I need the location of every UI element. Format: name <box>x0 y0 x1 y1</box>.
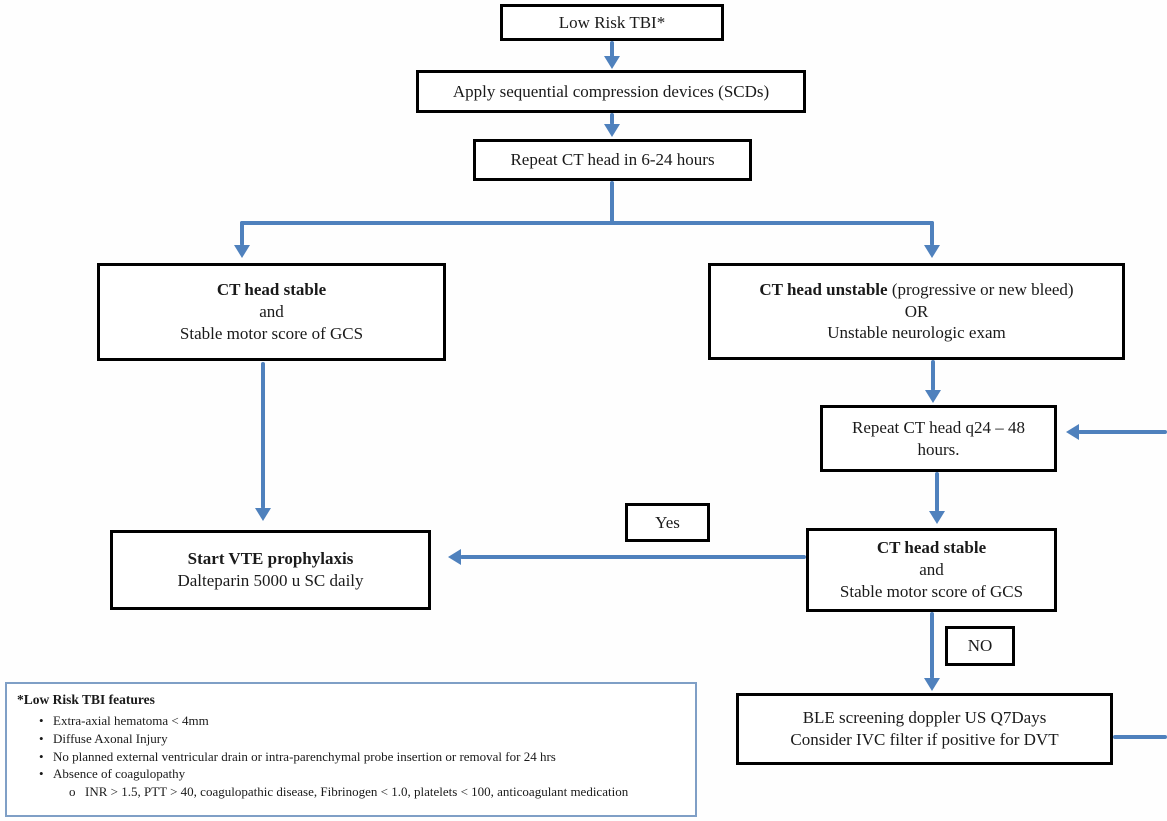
note-bullet-row: • Diffuse Axonal Injury <box>17 730 685 748</box>
node-ct-stable-right: CT head stable and Stable motor score of… <box>806 528 1057 612</box>
ble-screening-line2: Consider IVC filter if positive for DVT <box>790 730 1059 749</box>
arrow-yes-to-vte-head-icon <box>448 549 461 565</box>
arrow-offscreen-to-q24-head-icon <box>1066 424 1079 440</box>
arrow-q24-to-ctstableright-head-icon <box>929 511 945 524</box>
node-ble-screening: BLE screening doppler US Q7Days Consider… <box>736 693 1113 765</box>
bullet-icon: • <box>39 748 44 764</box>
ct-stable-right-line1: CT head stable <box>876 538 987 558</box>
note-sub-bullet: INR > 1.5, PTT > 40, coagulopathic disea… <box>85 784 629 800</box>
ct-stable-left-line1: CT head stable <box>216 280 327 300</box>
node-apply-scds: Apply sequential compression devices (SC… <box>416 70 806 113</box>
arrow-lowrisk-to-scds-line <box>610 41 614 58</box>
yes-label-text: Yes <box>655 512 680 532</box>
note-sub-bullet-row: o INR > 1.5, PTT > 40, coagulopathic dis… <box>17 783 685 801</box>
node-ct-unstable: CT head unstable (progressive or new ble… <box>708 263 1125 360</box>
node-no-label: NO <box>945 626 1015 666</box>
ct-unstable-line1-bold: CT head unstable <box>759 279 888 299</box>
node-yes-label: Yes <box>625 503 710 542</box>
branch-left-drop-line <box>240 221 244 246</box>
arrow-ctstableleft-to-vte-line <box>261 362 265 509</box>
line-ble-to-offscreen <box>1113 735 1167 739</box>
arrow-scds-to-repeatct-line <box>610 113 614 125</box>
start-vte-line2: Dalteparin 5000 u SC daily <box>177 571 364 590</box>
node-repeat-ct-q24-48: Repeat CT head q24 – 48 hours. <box>820 405 1057 472</box>
ct-stable-left-line3: Stable motor score of GCS <box>179 323 364 343</box>
ct-unstable-line1-rest: (progressive or new bleed) <box>887 279 1074 299</box>
arrow-offscreen-to-q24-line <box>1078 430 1167 434</box>
branch-right-head-icon <box>924 245 940 258</box>
repeat-ct-q24-48-line1: Repeat CT head q24 – 48 <box>852 417 1025 437</box>
note-bullet-row: • No planned external ventricular drain … <box>17 748 685 766</box>
low-risk-features-note: *Low Risk TBI features • Extra-axial hem… <box>5 682 697 817</box>
arrow-yes-to-vte-line <box>460 555 806 559</box>
ct-unstable-line2: OR <box>904 301 929 321</box>
arrow-no-to-ble-head-icon <box>924 678 940 691</box>
branch-stem-line <box>610 181 614 224</box>
branch-horizontal-line <box>240 221 934 225</box>
note-bullet-row: • Absence of coagulopathy <box>17 765 685 783</box>
bullet-icon: • <box>39 766 44 782</box>
node-ct-stable-left: CT head stable and Stable motor score of… <box>97 263 446 361</box>
no-label-text: NO <box>967 636 993 656</box>
circle-bullet-icon: o <box>69 784 76 800</box>
note-bullet-row: • Extra-axial hematoma < 4mm <box>17 712 685 730</box>
arrow-ctstableleft-to-vte-head-icon <box>255 508 271 521</box>
ct-stable-left-line2: and <box>259 302 284 322</box>
ble-screening-line1: BLE screening doppler US Q7Days <box>802 708 1047 728</box>
arrow-scds-to-repeatct-head-icon <box>604 124 620 137</box>
arrow-unstable-to-q24-head-icon <box>925 390 941 403</box>
start-vte-line1: Start VTE prophylaxis <box>187 549 354 569</box>
node-start-vte: Start VTE prophylaxis Dalteparin 5000 u … <box>110 530 431 610</box>
node-repeat-ct-6-24-label: Repeat CT head in 6-24 hours <box>510 150 715 170</box>
ct-stable-right-line3: Stable motor score of GCS <box>839 581 1024 601</box>
note-title: *Low Risk TBI features <box>17 692 155 707</box>
node-low-risk-tbi-label: Low Risk TBI* <box>558 12 666 32</box>
arrow-no-to-ble-line <box>930 612 934 679</box>
ct-stable-right-line2: and <box>919 560 944 580</box>
node-apply-scds-label: Apply sequential compression devices (SC… <box>452 81 770 101</box>
arrow-q24-to-ctstableright-line <box>935 472 939 512</box>
bullet-icon: • <box>39 712 44 728</box>
branch-right-drop-line <box>930 221 934 246</box>
repeat-ct-q24-48-line2: hours. <box>917 439 960 459</box>
note-bullet-3: No planned external ventricular drain or… <box>53 748 556 764</box>
note-bullet-2: Diffuse Axonal Injury <box>53 730 168 746</box>
branch-left-head-icon <box>234 245 250 258</box>
ct-unstable-line3: Unstable neurologic exam <box>827 323 1006 343</box>
note-bullet-1: Extra-axial hematoma < 4mm <box>53 712 209 728</box>
note-bullet-4: Absence of coagulopathy <box>53 766 186 782</box>
arrow-lowrisk-to-scds-head-icon <box>604 56 620 69</box>
ct-unstable-line1: CT head unstable (progressive or new ble… <box>759 279 1073 301</box>
node-low-risk-tbi: Low Risk TBI* <box>500 4 724 41</box>
bullet-icon: • <box>39 730 44 746</box>
arrow-unstable-to-q24-line <box>931 360 935 391</box>
node-repeat-ct-6-24: Repeat CT head in 6-24 hours <box>473 139 752 181</box>
